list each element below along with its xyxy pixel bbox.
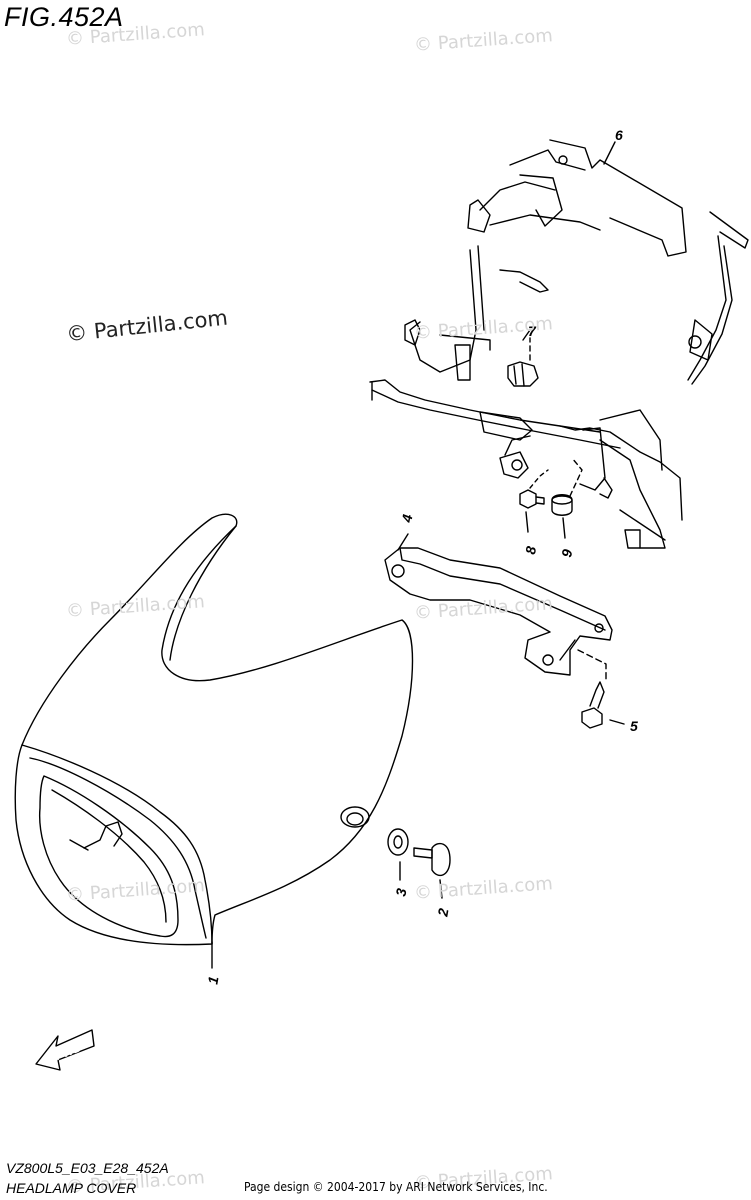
callout-6[interactable]: 6 — [615, 127, 623, 143]
leader-lines — [211, 141, 625, 969]
footer-credit: Page design © 2004-2017 by ARI Network S… — [244, 1180, 548, 1194]
fwd-label: FWD — [53, 1040, 84, 1063]
headlamp-bracket-part-6[interactable] — [369, 139, 749, 549]
diagram-code: VZ800L5_E03_E28_452A — [6, 1160, 169, 1176]
screw-part-2[interactable] — [413, 842, 451, 877]
callout-2[interactable]: 2 — [434, 907, 451, 919]
diagram-name: HEADLAMP COVER — [6, 1180, 137, 1196]
mounting-bracket-part-4[interactable] — [384, 547, 613, 676]
callout-3[interactable]: 3 — [392, 887, 409, 898]
clip-part-7[interactable] — [507, 337, 539, 387]
callout-4[interactable]: 4 — [398, 513, 415, 525]
fwd-arrow-icon — [35, 1029, 95, 1071]
callout-8[interactable]: 8 — [522, 545, 539, 556]
bolt-part-8[interactable] — [519, 469, 549, 509]
callout-7[interactable]: 7 — [528, 323, 537, 339]
callout-5[interactable]: 5 — [630, 718, 638, 734]
bolt-part-5[interactable] — [577, 649, 607, 729]
collar-part-9[interactable] — [551, 457, 583, 516]
figure-title: FIG.452A — [4, 2, 124, 32]
callout-9[interactable]: 9 — [558, 548, 575, 559]
headlamp-cover-part-1[interactable] — [14, 513, 414, 946]
washer-part-3[interactable] — [387, 828, 409, 856]
callout-1[interactable]: 1 — [204, 975, 221, 986]
